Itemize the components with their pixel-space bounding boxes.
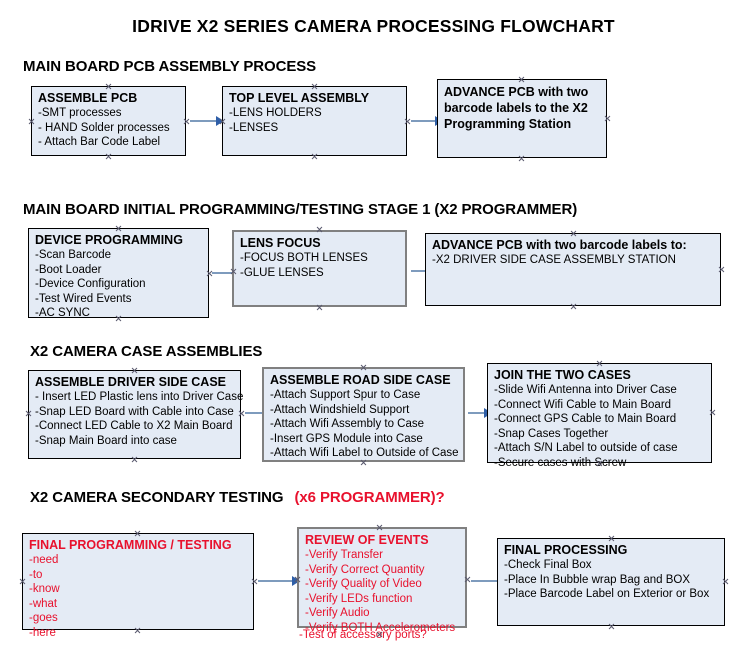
node-assemble-pcb[interactable]: ASSEMBLE PCB -SMT processes - HAND Solde… [31, 86, 186, 156]
node-line: -LENS HOLDERS [229, 107, 322, 119]
node-line: -Test Wired Events [35, 292, 132, 305]
node-final-programming-testing[interactable]: FINAL PROGRAMMING / TESTING -need -to -k… [22, 533, 254, 639]
node-line: -Secure cases with Screw [494, 456, 627, 469]
node-line: -here [29, 626, 56, 639]
node-advance-pcb-driver-side[interactable]: ADVANCE PCB with two barcode labels to: … [425, 233, 721, 306]
node-line: -to [29, 568, 43, 581]
node-line: -GLUE LENSES [240, 266, 324, 279]
section-header-3: X2 CAMERA CASE ASSEMBLIES [30, 343, 263, 360]
node-device-programming[interactable]: DEVICE PROGRAMMING -Scan Barcode -Boot L… [28, 228, 209, 319]
node-line: -AC SYNC [35, 307, 90, 319]
node-title: TOP LEVEL ASSEMBLY [229, 91, 370, 105]
node-advance-pcb-station[interactable]: ADVANCE PCB with two barcode labels to t… [437, 79, 607, 158]
node-title: ADVANCE PCB with two barcode labels to t… [444, 85, 589, 131]
node-line: -Insert GPS Module into Case [270, 432, 423, 445]
node-line: -Connect LED Cable to X2 Main Board [35, 420, 233, 432]
node-top-level-assembly[interactable]: TOP LEVEL ASSEMBLY -LENS HOLDERS -LENSES [222, 86, 407, 156]
node-line: -Place Barcode Label on Exterior or Box [504, 588, 710, 600]
node-overflow-line: -Test of accessory ports? [299, 629, 427, 641]
section-header-2: MAIN BOARD INITIAL PROGRAMMING/TESTING S… [23, 201, 578, 218]
node-title: ASSEMBLE PCB [38, 91, 138, 105]
node-line: -SMT processes [38, 107, 122, 119]
node-line: -need [29, 554, 59, 566]
node-line: - Attach Bar Code Label [38, 136, 161, 148]
node-line: -Attach S/N Label to outside of case [494, 442, 678, 454]
node-line: -Attach Wifi Label to Outside of Case [270, 447, 459, 459]
node-title: FINAL PROCESSING [504, 543, 628, 557]
node-line: -X2 DRIVER SIDE CASE ASSEMBLY STATION [432, 254, 676, 266]
node-line: -Verify Audio [305, 607, 370, 619]
arrow-connector [258, 576, 300, 586]
node-line: - HAND Solder processes [38, 121, 170, 134]
node-line: -goes [29, 612, 58, 624]
node-review-of-events[interactable]: REVIEW OF EVENTS -Verify Transfer -Verif… [297, 527, 467, 634]
node-line: -Snap Cases Together [494, 427, 609, 440]
node-title: FINAL PROGRAMMING / TESTING [29, 538, 232, 552]
node-line: -Slide Wifi Antenna into Driver Case [494, 384, 677, 396]
node-line: -Verify Transfer [305, 549, 383, 561]
node-line: -LENSES [229, 121, 279, 134]
node-line: -Snap Main Board into case [35, 434, 177, 447]
node-line: -what [29, 597, 58, 610]
node-final-processing[interactable]: FINAL PROCESSING -Check Final Box -Place… [497, 538, 725, 626]
node-line: -Scan Barcode [35, 249, 112, 261]
node-join-the-two-cases[interactable]: JOIN THE TWO CASES -Slide Wifi Antenna i… [487, 363, 712, 469]
node-line: - Insert LED Plastic lens into Driver Ca… [35, 391, 244, 403]
node-line: -Snap LED Board with Cable into Case [35, 405, 234, 418]
node-title: REVIEW OF EVENTS [305, 533, 429, 547]
node-line: -Attach Support Spur to Case [270, 389, 421, 401]
node-line: -Verify Correct Quantity [305, 563, 425, 576]
node-line: -Place In Bubble wrap Bag and BOX [504, 573, 691, 586]
page-title: IDRIVE X2 SERIES CAMERA PROCESSING FLOWC… [132, 16, 615, 36]
node-title: LENS FOCUS [240, 236, 321, 250]
section-header-1: MAIN BOARD PCB ASSEMBLY PROCESS [23, 58, 317, 75]
node-line: -Verify Quality of Video [305, 578, 422, 590]
node-line: -Attach Wifi Assembly to Case [270, 418, 425, 430]
node-title: ASSEMBLE ROAD SIDE CASE [270, 373, 451, 387]
section-header-4-accent: (x6 PROGRAMMER)? [294, 489, 445, 506]
node-assemble-road-side-case[interactable]: ASSEMBLE ROAD SIDE CASE -Attach Support … [262, 367, 465, 462]
node-line: -Boot Loader [35, 263, 102, 276]
node-title: DEVICE PROGRAMMING [35, 233, 183, 247]
node-line: -Device Configuration [35, 278, 146, 290]
node-title: JOIN THE TWO CASES [494, 368, 631, 382]
section-header-4-main: X2 CAMERA SECONDARY TESTING [30, 489, 284, 506]
node-line: -Verify LEDs function [305, 592, 413, 605]
node-line: -Attach Windshield Support [270, 403, 410, 416]
node-line: -know [29, 583, 60, 595]
node-title: ASSEMBLE DRIVER SIDE CASE [35, 375, 227, 389]
arrow-connector [190, 116, 224, 126]
node-line: -Connect Wifi Cable to Main Board [494, 398, 672, 411]
node-assemble-driver-side-case[interactable]: ASSEMBLE DRIVER SIDE CASE - Insert LED P… [28, 370, 244, 459]
node-title: ADVANCE PCB with two barcode labels to: [432, 238, 687, 252]
node-line: -Connect GPS Cable to Main Board [494, 413, 677, 425]
node-lens-focus[interactable]: LENS FOCUS -FOCUS BOTH LENSES -GLUE LENS… [232, 230, 407, 307]
node-line: -FOCUS BOTH LENSES [240, 252, 368, 264]
node-line: -Check Final Box [504, 559, 592, 571]
section-header-4: X2 CAMERA SECONDARY TESTING (x6 PROGRAMM… [30, 489, 445, 506]
node-line: -Verify BOTH Accelerometers [305, 621, 456, 634]
